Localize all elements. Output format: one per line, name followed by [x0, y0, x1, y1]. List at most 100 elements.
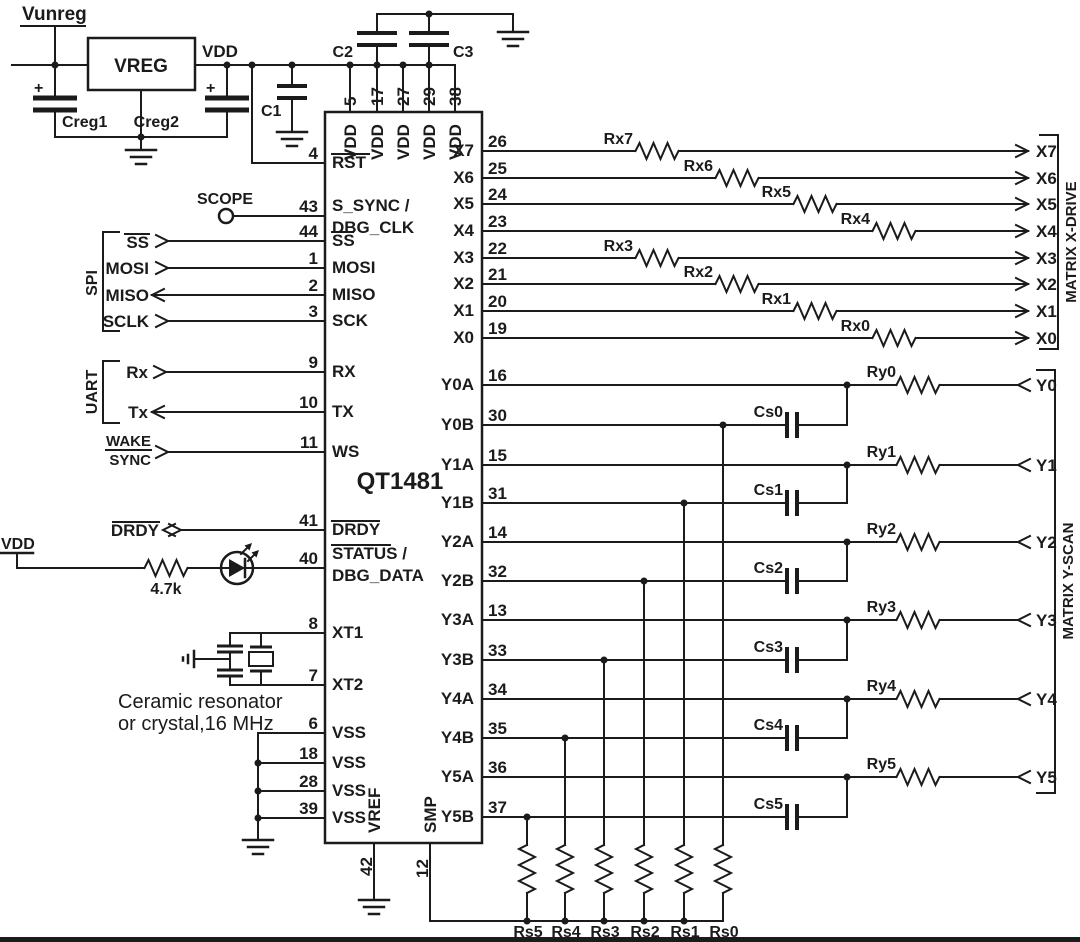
pin-number: 15 [488, 446, 507, 465]
junction-dot [137, 133, 145, 141]
chip-pin-drdy: DRDY [332, 520, 381, 539]
x-output-label: X5 [1036, 195, 1057, 214]
pin-number: 6 [309, 714, 318, 733]
top-power-section: Vunreg VREG VDD + Creg1 + Creg2 C1 [11, 4, 530, 166]
pin-number: 29 [420, 87, 439, 106]
ground-symbol [496, 30, 530, 48]
pin-number: 40 [299, 549, 318, 568]
chip-pin-x7: X7 [453, 141, 474, 160]
resistor-rx1 [792, 300, 838, 322]
x-output-label: X4 [1036, 222, 1057, 241]
chip-pin-xt1: XT1 [332, 623, 363, 642]
chip-pin-y3a: Y3A [441, 610, 474, 629]
arrow-out-icon [1014, 170, 1031, 186]
junction-dot [346, 61, 354, 69]
chip-pin-vdd: VDD [394, 124, 413, 160]
left-io-section: SCOPE SPI SS MOSI MISO SCLK UART Rx Tx W… [0, 191, 283, 856]
chip-pin-x3: X3 [453, 248, 474, 267]
arrow-bidirectional-icon [160, 522, 184, 538]
drdy-ext-label: DRDY [111, 521, 160, 540]
resistor-label: Ry1 [867, 444, 896, 461]
sample-resistor-label: Rs2 [630, 924, 659, 941]
vref-pin-label: VREF [365, 788, 384, 833]
resistor-rx5 [792, 193, 838, 215]
y-output-label: Y5 [1036, 768, 1057, 787]
chip-pin-tx: TX [332, 402, 354, 421]
pin-number: 31 [488, 484, 507, 503]
chip-pin-sck: SCK [332, 311, 369, 330]
chip-pin-ss: SS [332, 231, 355, 250]
pin-number: 35 [488, 719, 507, 738]
resistor-label: Ry4 [867, 678, 896, 695]
pin-number: 21 [488, 265, 507, 284]
sample-resistor [554, 843, 576, 895]
pin-number: 18 [299, 744, 318, 763]
arrow-out-icon [1014, 196, 1031, 212]
pin-number: 32 [488, 562, 507, 581]
y-output-label: Y3 [1036, 611, 1057, 630]
x-drive-section: MATRIX X-DRIVE 26X7Rx7X725X6Rx6X624X5Rx5… [453, 131, 1080, 350]
pin-number: 39 [299, 799, 318, 818]
resistor-label: Rx7 [604, 131, 633, 148]
chip-pin-vss: VSS [332, 781, 366, 800]
pin-number: 20 [488, 292, 507, 311]
arrow-in-icon [1015, 377, 1032, 393]
cap-label: Cs1 [754, 482, 783, 499]
sample-resistor [673, 843, 695, 895]
creg2-plus: + [206, 80, 215, 97]
miso-signal-label: MISO [106, 286, 149, 305]
pin-number: 24 [488, 185, 507, 204]
c2-label: C2 [333, 44, 354, 61]
c1-label: C1 [261, 103, 282, 120]
junction-dot [600, 917, 608, 925]
spi-group-label: SPI [84, 270, 101, 296]
vdd-rail-label: VDD [202, 42, 238, 61]
tx-signal-label: Tx [128, 403, 148, 422]
x-output-label: X6 [1036, 169, 1057, 188]
pin-number: 1 [309, 249, 318, 268]
mosi-signal-label: MOSI [106, 259, 149, 278]
x-drive-bracket-label: MATRIX X-DRIVE [1063, 181, 1080, 302]
pin-number: 14 [488, 523, 507, 542]
junction-dot [561, 917, 569, 925]
pin-number: 43 [299, 197, 318, 216]
arrow-out-icon [1014, 223, 1031, 239]
x-output-label: X2 [1036, 275, 1057, 294]
wake-label: WAKE [106, 433, 151, 450]
resonator-caption-line1: Ceramic resonator [118, 691, 283, 713]
junction-dot [640, 917, 648, 925]
chip-pin-x1: X1 [453, 301, 474, 320]
y-output-label: Y2 [1036, 533, 1057, 552]
sample-resistor [712, 843, 734, 895]
ground-symbol [357, 898, 391, 916]
smp-pin-label: SMP [421, 796, 440, 833]
pin-number: 28 [299, 772, 318, 791]
junction-dot [523, 917, 531, 925]
led-emission-arrowhead [244, 543, 252, 551]
chip-pin-ws: WS [332, 442, 359, 461]
ss-signal-label: SS [126, 233, 149, 252]
pin-number: 2 [309, 276, 318, 295]
sample-resistor-label: Rs0 [709, 924, 738, 941]
c3-label: C3 [453, 44, 474, 61]
resistor-label: Ry0 [867, 364, 896, 381]
pin-number: 25 [488, 159, 507, 178]
chip-pin-dbg_data: DBG_DATA [332, 566, 424, 585]
pin-number: 33 [488, 641, 507, 660]
chip-pin-y0a: Y0A [441, 375, 474, 394]
chip-pin-y2a: Y2A [441, 532, 474, 551]
chip-pin-status: STATUS / [332, 544, 407, 563]
smp-sample-rail [429, 842, 724, 922]
vref-pin-number: 42 [357, 857, 376, 876]
sample-resistor [633, 843, 655, 895]
chip-pin-miso: MISO [332, 285, 375, 304]
chip-pin-rst: RST [332, 153, 367, 172]
x-output-label: X0 [1036, 329, 1057, 348]
chip-pin-mosi: MOSI [332, 258, 375, 277]
led-diode-triangle [229, 559, 245, 577]
arrow-in-icon [1015, 534, 1032, 550]
chip-pin-y3b: Y3B [441, 650, 474, 669]
pin-number: 9 [309, 353, 318, 372]
vreg-box [86, 36, 197, 92]
junction-dot [399, 61, 407, 69]
